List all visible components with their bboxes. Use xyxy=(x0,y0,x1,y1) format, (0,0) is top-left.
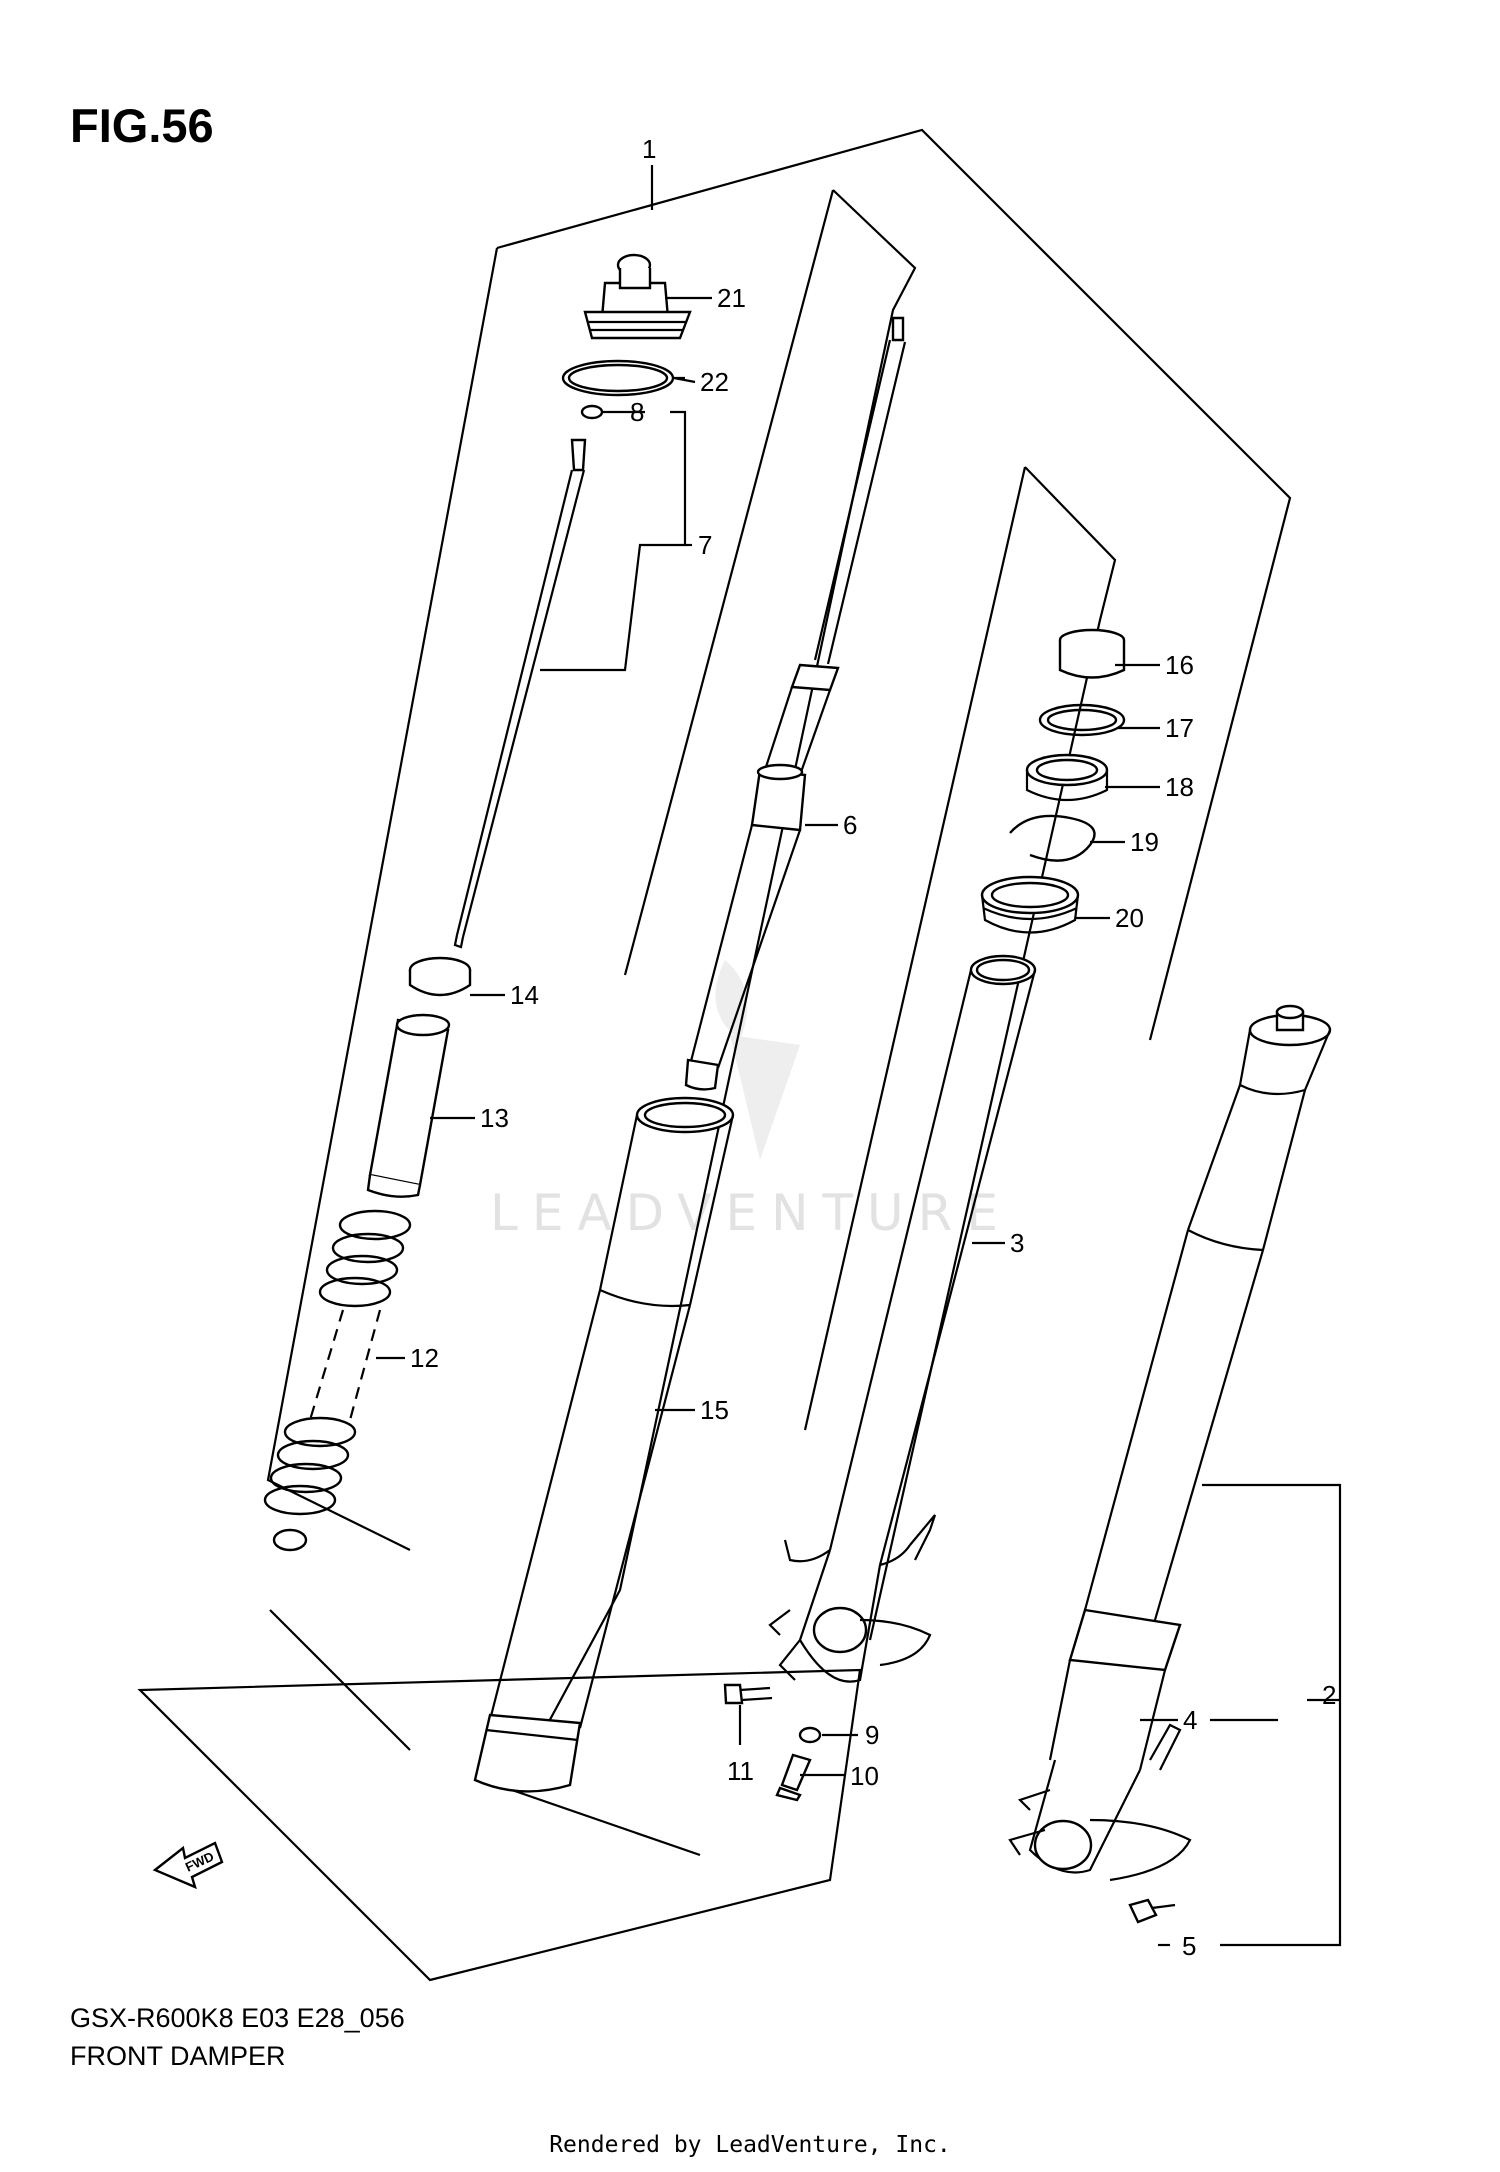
figure-title: FIG.56 xyxy=(70,99,214,152)
callout-6: 6 xyxy=(843,810,857,840)
callout-19: 19 xyxy=(1130,827,1159,857)
part-2-front-fork-assembly xyxy=(1008,1004,1332,1882)
fwd-arrow-icon: FWD xyxy=(152,1841,224,1890)
part-15-outer-tube xyxy=(473,1096,735,1793)
model-code: GSX-R600K8 E03 E28_056 xyxy=(70,2003,405,2033)
part-16-bushing xyxy=(1058,628,1126,679)
part-11-bolt xyxy=(723,1683,773,1705)
callout-21: 21 xyxy=(717,283,746,313)
section-name: FRONT DAMPER xyxy=(70,2041,286,2071)
callout-20: 20 xyxy=(1115,903,1144,933)
part-6-damper-rod xyxy=(684,316,907,1091)
part-5-air-bleed-bolt xyxy=(1128,1898,1176,1924)
frame-seal-set xyxy=(803,466,1117,1641)
part-19-stopper-ring xyxy=(1009,814,1096,862)
part-18-oil-seal xyxy=(1025,753,1109,802)
callout-8: 8 xyxy=(630,397,644,427)
part-17-washer xyxy=(1038,703,1126,737)
callout-3: 3 xyxy=(1010,1228,1024,1258)
render-credit: Rendered by LeadVenture, Inc. xyxy=(549,2132,951,2158)
part-14-spring-guide xyxy=(408,956,472,997)
callout-10: 10 xyxy=(850,1761,879,1791)
callout-leaders xyxy=(376,165,1342,1947)
callout-18: 18 xyxy=(1165,772,1194,802)
part-12-fork-spring xyxy=(263,1209,412,1516)
part-9-gasket xyxy=(798,1726,822,1744)
axle-bracket-left xyxy=(768,1514,937,1683)
frame-damper-left xyxy=(623,189,835,976)
callout-22: 22 xyxy=(700,367,729,397)
watermark-logo xyxy=(715,960,800,1160)
part-20-dust-seal xyxy=(980,875,1080,934)
part-3-inner-tube xyxy=(828,954,1037,1566)
frame-damper-assembly xyxy=(510,189,917,1857)
callout-11: 11 xyxy=(727,1756,754,1786)
assembly-frame-inner-left xyxy=(266,247,499,1551)
callout-1: 1 xyxy=(642,134,656,164)
part-21-top-cap xyxy=(583,253,692,340)
part-7-adjuster-rod xyxy=(453,438,587,949)
spring-seat xyxy=(272,1528,308,1552)
callout-5: 5 xyxy=(1182,1931,1196,1961)
callout-12: 12 xyxy=(410,1343,439,1373)
assembly-frame-outer xyxy=(137,128,1292,1982)
callout-7: 7 xyxy=(698,530,712,560)
callout-16: 16 xyxy=(1165,650,1194,680)
callout-2: 2 xyxy=(1322,1680,1336,1710)
callout-9: 9 xyxy=(865,1720,879,1750)
callout-14: 14 xyxy=(510,980,539,1010)
watermark-text: LEADVENTURE xyxy=(490,1184,1012,1242)
part-13-spacer-pipe xyxy=(366,1013,451,1198)
frame-spring-set xyxy=(269,1609,411,1751)
callout-17: 17 xyxy=(1165,713,1194,743)
callout-4: 4 xyxy=(1183,1705,1197,1735)
callout-13: 13 xyxy=(480,1103,509,1133)
part-8-washer xyxy=(580,404,604,420)
part-10-bolt xyxy=(775,1753,812,1802)
callout-numbers: 1 2 3 4 5 6 7 8 9 10 11 12 13 14 15 16 1… xyxy=(410,134,1336,1961)
callout-15: 15 xyxy=(700,1395,729,1425)
